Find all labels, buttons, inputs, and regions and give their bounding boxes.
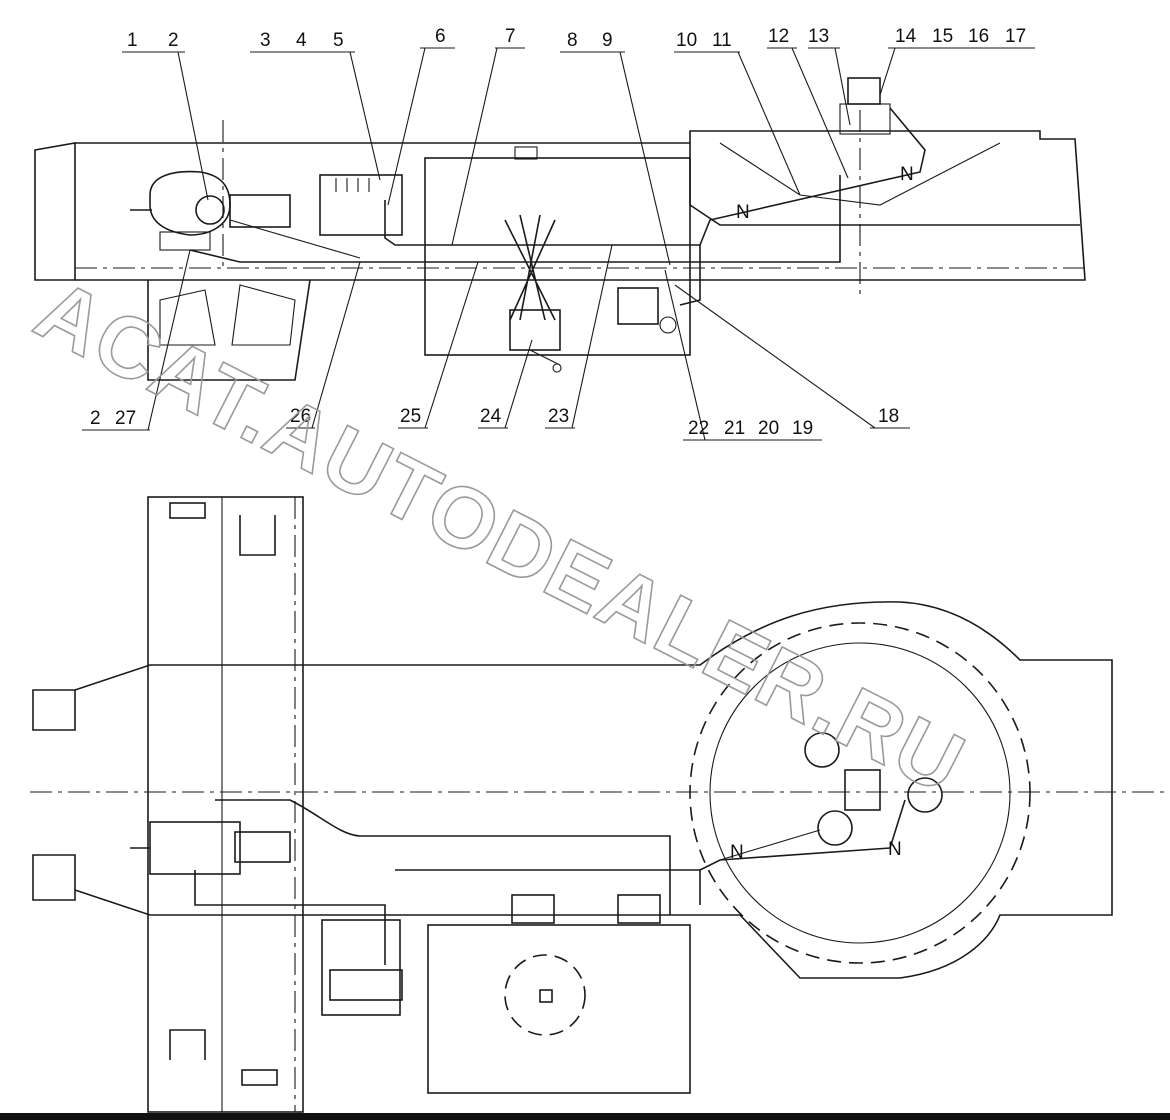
flow-mark: N (730, 842, 744, 863)
callout-label: 24 (480, 406, 502, 427)
valve-plan-box (321, 919, 401, 1016)
slewing-ring-outer (689, 622, 1031, 964)
callout-label: 7 (505, 26, 516, 47)
main-frame (74, 601, 1113, 979)
leader-lines (82, 47, 1035, 441)
tank-manway (504, 954, 586, 1036)
callout-label: 22 (688, 418, 709, 439)
callout-label: 12 (768, 26, 789, 47)
callout-label: 2 (90, 408, 101, 429)
callout-label: 10 (676, 30, 697, 51)
callout-label: 21 (724, 418, 745, 439)
frame-outline (75, 130, 1086, 281)
callout-label: 1 (127, 30, 138, 51)
page-border (0, 1113, 1170, 1120)
control-valve-block (319, 174, 403, 236)
filter-a (511, 894, 555, 924)
valve-bank (329, 969, 403, 1001)
tank-filler-cap (514, 146, 538, 160)
counterweight-pockets (159, 284, 296, 346)
upper-valve (839, 77, 891, 135)
port-1 (804, 732, 840, 768)
tank-drain (539, 989, 553, 1003)
callout-label: 15 (932, 26, 953, 47)
hose-supply (189, 107, 926, 263)
callout-label: 13 (808, 26, 829, 47)
callout-label: 3 (260, 30, 271, 51)
filter-b (617, 894, 661, 924)
slot-lower (169, 1029, 206, 1060)
callout-label: 14 (895, 26, 917, 47)
callout-label: 16 (968, 26, 989, 47)
callout-label: 25 (400, 406, 421, 427)
counterweight (147, 279, 311, 381)
callout-label: 17 (1005, 26, 1026, 47)
mount-pad-1 (169, 502, 206, 519)
watermark: ACAT.AUTODEALER.RU (21, 261, 979, 813)
rotary-joint (504, 214, 562, 373)
callout-label: 9 (602, 30, 613, 51)
callout-label: 23 (548, 406, 569, 427)
callout-label: 11 (712, 30, 732, 51)
callout-label: 19 (792, 418, 813, 439)
tank-plan (427, 924, 691, 1094)
plan-hose-2 (194, 799, 906, 965)
hydraulic-tank (424, 157, 691, 356)
callout-label: 2 (168, 30, 179, 51)
callout-label: 20 (758, 418, 779, 439)
slewing-ring-inner (709, 642, 1011, 944)
callout-label: 8 (567, 30, 578, 51)
frame-front-stub (34, 142, 76, 281)
callout-label: 26 (290, 406, 311, 427)
center-joint (844, 769, 881, 811)
port-3 (817, 810, 853, 846)
hose-pilot (229, 219, 361, 259)
pump-plan (130, 821, 291, 875)
slot-upper (239, 515, 276, 556)
callout-label: 5 (333, 30, 344, 51)
oil-filter (617, 287, 677, 334)
flow-mark: N (900, 164, 914, 185)
callout-label: 27 (115, 408, 136, 429)
callout-label: 6 (435, 26, 446, 47)
front-stubs (32, 689, 76, 901)
mount-pad-2 (241, 1069, 278, 1086)
main-pump (130, 170, 291, 251)
hose-return (384, 200, 701, 306)
flow-mark: N (736, 202, 750, 223)
callout-label: 4 (296, 30, 307, 51)
plan-view (30, 496, 1170, 1113)
flow-mark: N (888, 839, 902, 860)
valve-spools (335, 178, 370, 192)
plan-hose-3 (719, 829, 821, 861)
plan-hose-1 (215, 799, 671, 915)
side-view (34, 77, 1086, 381)
callout-label: 18 (878, 406, 899, 427)
port-2 (907, 777, 943, 813)
front-frame-plate (147, 496, 304, 1113)
